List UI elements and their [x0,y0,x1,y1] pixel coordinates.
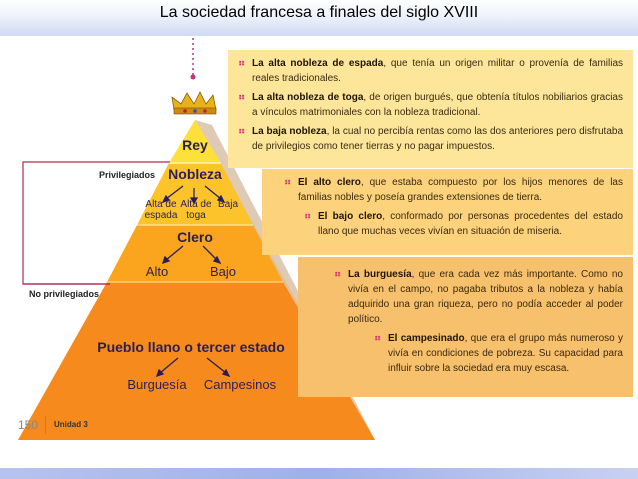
list-item: ⠶ La burguesía, que era cada vez más imp… [334,269,623,325]
bullet-icon: ⠶ [238,92,246,103]
bullet-icon: ⠶ [334,269,342,280]
label-nobleza-baja: Baja [217,199,238,210]
bullet-icon: ⠶ [284,177,292,188]
label-no-privilegiados: No privilegiados [29,289,100,299]
footer-divider [45,416,46,434]
arrow-icon [161,245,222,265]
clero-info-box: ⠶ El alto clero, que estaba compuesto po… [262,169,633,255]
label-pueblo: Pueblo llano o tercer estado [97,339,285,355]
list-item: ⠶ La alta nobleza de toga, de origen bur… [238,92,623,118]
title-bar: La sociedad francesa a finales del siglo… [0,0,638,36]
tier-clero [107,225,283,282]
label-nobleza: Nobleza [168,166,222,182]
connector-dot [190,74,196,80]
label-nobleza-espada: Alta de espada [144,199,178,221]
nobleza-info-box: ⠶ La alta nobleza de espada, que tenía u… [228,50,633,168]
page-number: 150 [18,418,39,432]
pueblo-info-box: ⠶ La burguesía, que era cada vez más imp… [298,257,633,397]
label-burguesia: Burguesía [127,377,187,392]
bullet-icon: ⠶ [374,333,382,344]
bullet-icon: ⠶ [238,126,246,137]
arrow-icon [155,357,231,378]
list-item: ⠶ La alta nobleza de espada, que tenía u… [238,58,624,84]
label-clero-bajo: Bajo [209,264,237,279]
bottom-bar [0,468,638,479]
tier-pueblo [18,282,375,440]
unit-label: Unidad 3 [54,420,88,429]
arrow-icon [161,185,226,205]
list-item: ⠶ La baja nobleza, la cual no percibía r… [238,126,623,152]
bullet-icon: ⠶ [304,211,312,222]
label-clero-alto: Alto [145,264,169,279]
tier-rey [169,120,221,163]
label-campesinos: Campesinos [203,377,277,392]
bullet-icon: ⠶ [238,58,246,69]
label-privilegiados: Privilegiados [99,170,156,180]
page-title: La sociedad francesa a finales del siglo… [159,4,479,21]
list-item: ⠶ El alto clero, que estaba compuesto po… [284,177,623,203]
label-nobleza-toga: Alta de toga [180,199,212,221]
label-clero: Clero [177,229,213,245]
label-rey: Rey [182,137,208,153]
list-item: ⠶ El campesinado, que era el grupo más n… [374,333,623,374]
tier-nobleza [137,163,253,225]
list-item: ⠶ El bajo clero, conformado por personas… [304,211,623,237]
crown-icon [171,91,217,115]
